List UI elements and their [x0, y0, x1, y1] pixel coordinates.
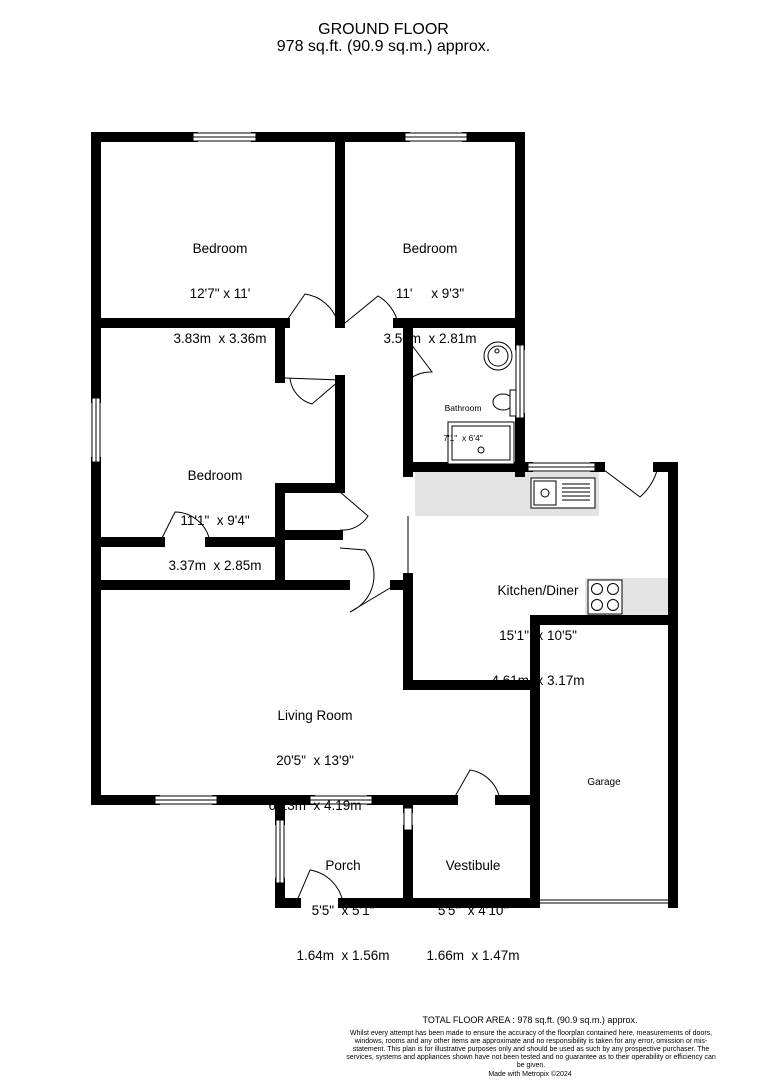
room-metric: 2.17m x 1.92m — [433, 463, 493, 473]
room-metric: 6.23m x 4.19m — [268, 798, 362, 813]
room-imperial: 5'5" x 5'1" — [311, 903, 375, 918]
room-name: Bedroom — [187, 468, 243, 483]
room-name: Living Room — [277, 708, 353, 723]
room-imperial: 20'5" x 13'9" — [276, 753, 354, 768]
room-metric: 1.64m x 1.56m — [296, 948, 390, 963]
room-name: Garage — [587, 777, 621, 788]
walls — [91, 132, 678, 908]
room-name: Vestibule — [445, 858, 501, 873]
room-metric: 3.83m x 3.36m — [173, 331, 267, 346]
total-floor-area: TOTAL FLOOR AREA : 978 sq.ft. (90.9 sq.m… — [422, 1015, 638, 1025]
bath-tub — [447, 421, 515, 465]
doors — [159, 293, 659, 904]
room-metric: 3.37m x 2.85m — [168, 558, 262, 573]
bathroom-fixtures — [447, 341, 517, 465]
room-kitchen: Kitchen/Diner 15'1" x 10'5" 4.61m x 3.17… — [463, 553, 613, 703]
room-garage: Garage — [574, 755, 634, 799]
windows — [91, 132, 596, 884]
window-vestibule — [403, 807, 413, 831]
room-imperial: 12'7" x 11' — [189, 286, 251, 301]
room-vestibule: Vestibule 5'5" x 4'10" 1.66m x 1.47m — [413, 828, 533, 978]
room-name: Kitchen/Diner — [497, 583, 579, 598]
room-bedroom2: Bedroom 11' x 9'3" 3.50m x 2.81m — [355, 211, 505, 361]
floor-name: GROUND FLOOR — [318, 21, 449, 38]
room-imperial: 11'1" x 9'4" — [180, 513, 250, 528]
room-bathroom: Bathroom 7'1" x 6'4" 2.17m x 1.92m — [423, 383, 503, 483]
room-name: Bedroom — [402, 241, 458, 256]
floor-area: 978 sq.ft. (90.9 sq.m.) approx. — [276, 38, 491, 55]
room-name: Bedroom — [192, 241, 248, 256]
room-metric: 4.61m x 3.17m — [491, 673, 585, 688]
room-bedroom3: Bedroom 11'1" x 9'4" 3.37m x 2.85m — [140, 438, 290, 588]
room-name: Porch — [325, 858, 361, 873]
room-living: Living Room 20'5" x 13'9" 6.23m x 4.19m — [240, 678, 390, 828]
room-imperial: 7'1" x 6'4" — [443, 433, 483, 443]
room-imperial: 11' x 9'3" — [395, 286, 465, 301]
room-imperial: 5'5" x 4'10" — [437, 903, 509, 918]
made-with: Made with Metropix ©2024 — [488, 1071, 572, 1078]
room-imperial: 15'1" x 10'5" — [499, 628, 577, 643]
kitchen-fixtures — [530, 477, 623, 615]
room-metric: 3.50m x 2.81m — [383, 331, 477, 346]
room-porch: Porch 5'5" x 5'1" 1.64m x 1.56m — [283, 828, 403, 978]
room-bedroom1: Bedroom 12'7" x 11' 3.83m x 3.36m — [140, 211, 300, 361]
thin-partitions — [407, 516, 673, 904]
room-name: Bathroom — [444, 403, 482, 413]
room-metric: 1.66m x 1.47m — [426, 948, 520, 963]
disclaimer: Whilst every attempt has been made to en… — [346, 1030, 716, 1069]
